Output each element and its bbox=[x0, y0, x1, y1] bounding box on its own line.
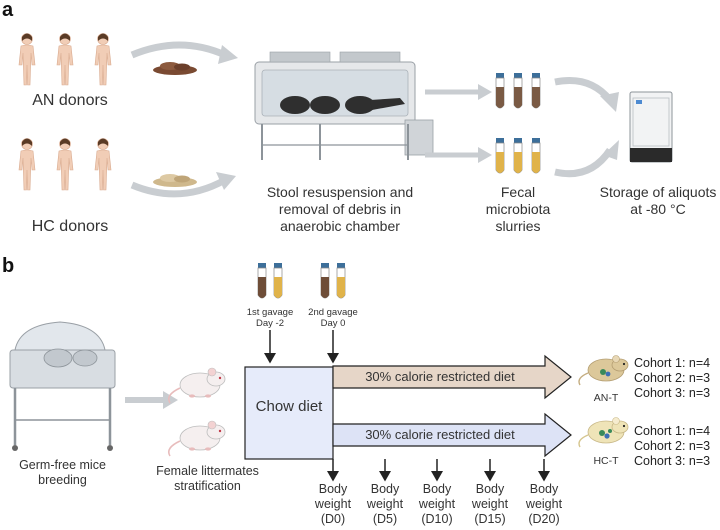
female-mouse-2-icon bbox=[167, 420, 226, 457]
female-mouse-1-icon bbox=[167, 367, 226, 404]
cohort-bottom-3: Cohort 3: n=3 bbox=[634, 454, 711, 468]
hc-slurry-tube-3-icon bbox=[531, 137, 541, 174]
cohort-top-3: Cohort 3: n=3 bbox=[634, 386, 711, 400]
diet-arrow-hc bbox=[332, 412, 572, 458]
gavage1-tube-yellow-icon bbox=[273, 262, 283, 299]
cohorts-top: Cohort 1: n=4 Cohort 2: n=3 Cohort 3: n=… bbox=[634, 356, 720, 401]
hc-stool-pile-icon bbox=[153, 174, 197, 187]
an-slurry-tube-2-icon bbox=[513, 72, 523, 109]
germ-free-isolator-icon bbox=[9, 321, 116, 451]
diet-arrow-an bbox=[332, 354, 572, 400]
hc-donor-2-icon bbox=[56, 138, 74, 191]
freezer-icon bbox=[629, 91, 673, 163]
an-slurry-tube-1-icon bbox=[495, 72, 505, 109]
bw-d5-label: Body weight (D5) bbox=[366, 482, 404, 526]
hc-t-mouse-icon bbox=[578, 417, 629, 448]
hc-slurry-tube-2-icon bbox=[513, 137, 523, 174]
slurries-caption: Fecal microbiota slurries bbox=[485, 184, 551, 234]
an-t-mouse-icon bbox=[578, 355, 629, 386]
storage-caption: Storage of aliquots at -80 °C bbox=[599, 184, 717, 217]
gavage1-tube-brown-icon bbox=[257, 262, 267, 299]
gavage2-tube-brown-icon bbox=[320, 262, 330, 299]
panel-a-letter: a bbox=[2, 0, 14, 21]
curved-arrow-hc bbox=[130, 176, 227, 198]
bw-d0-label: Body weight (D0) bbox=[314, 482, 352, 526]
gavage2-tube-yellow-icon bbox=[336, 262, 346, 299]
chamber-caption: Stool resuspension and removal of debris… bbox=[266, 184, 414, 234]
curved-arrow-an bbox=[130, 41, 227, 59]
bw-d20-label: Body weight (D20) bbox=[525, 482, 563, 526]
an-stool-pile-icon bbox=[153, 62, 197, 75]
diet-bottom-label: 30% calorie restricted diet bbox=[365, 427, 515, 442]
female-label: Female littermates stratification bbox=[156, 464, 259, 493]
chow-diet-label: Chow diet bbox=[255, 398, 323, 415]
bw-d15-label: Body weight (D15) bbox=[471, 482, 509, 526]
chow-diet-box bbox=[244, 366, 334, 460]
an-donor-2-icon bbox=[56, 33, 74, 86]
cohorts-bottom: Cohort 1: n=4 Cohort 2: n=3 Cohort 3: n=… bbox=[634, 424, 720, 469]
cohort-bottom-2: Cohort 2: n=3 bbox=[634, 439, 711, 453]
diet-top-label: 30% calorie restricted diet bbox=[365, 369, 515, 384]
germfree-label: Germ-free mice breeding bbox=[19, 458, 106, 487]
anaerobic-chamber-icon bbox=[254, 51, 434, 160]
an-donor-1-icon bbox=[18, 33, 36, 86]
hc-donor-3-icon bbox=[94, 138, 112, 191]
hc-donor-1-icon bbox=[18, 138, 36, 191]
hc-slurry-tube-1-icon bbox=[495, 137, 505, 174]
an-donor-3-icon bbox=[94, 33, 112, 86]
cohort-bottom-1: Cohort 1: n=4 bbox=[634, 424, 711, 438]
hc-donors-label: HC donors bbox=[31, 218, 109, 235]
gavage1-label: 1st gavage Day -2 bbox=[246, 307, 294, 329]
an-donors-label: AN donors bbox=[32, 92, 108, 109]
gavage2-label: 2nd gavage Day 0 bbox=[308, 307, 358, 329]
cohort-top-1: Cohort 1: n=4 bbox=[634, 356, 711, 370]
panel-b-letter: b bbox=[2, 255, 15, 277]
an-slurry-tube-3-icon bbox=[531, 72, 541, 109]
curved-arrow-to-freezer-bottom bbox=[554, 147, 613, 178]
bw-d10-label: Body weight (D10) bbox=[418, 482, 456, 526]
cohort-top-2: Cohort 2: n=3 bbox=[634, 371, 711, 385]
an-t-label: AN-T bbox=[593, 392, 619, 404]
hc-t-label: HC-T bbox=[593, 455, 619, 467]
